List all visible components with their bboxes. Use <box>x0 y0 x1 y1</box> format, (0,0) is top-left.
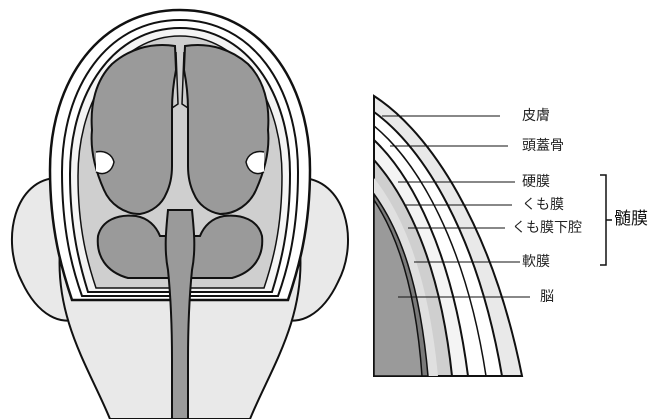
meninges-bracket <box>600 175 612 265</box>
label-meninges: 髄膜 <box>614 211 648 228</box>
label-arachnoid: くも膜 <box>522 198 564 212</box>
label-dura-mater: 硬膜 <box>522 175 550 189</box>
label-subarachnoid-space: くも膜下腔 <box>512 221 582 235</box>
label-brain: 脳 <box>540 290 554 304</box>
label-pia-mater: 軟膜 <box>522 255 550 269</box>
head-cross-section <box>12 10 348 419</box>
label-skin: 皮膚 <box>522 109 550 123</box>
meninges-layer-wedge <box>374 96 612 376</box>
label-skull: 頭蓋骨 <box>522 139 564 153</box>
